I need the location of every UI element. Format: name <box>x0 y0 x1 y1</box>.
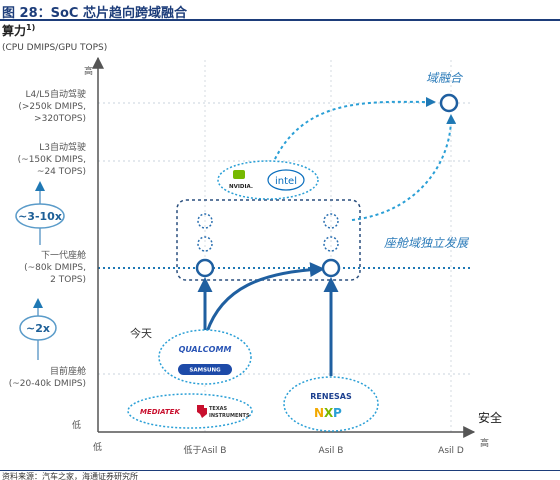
title-divider <box>0 19 560 21</box>
texas-instruments-icon <box>197 405 207 418</box>
domain-fusion-node <box>439 93 459 113</box>
multiplier-upper: ~3-10x <box>18 210 62 223</box>
level-l3-line1: L3自动驾驶 <box>39 141 86 153</box>
vendor-cluster-outline <box>127 393 253 429</box>
y-axis-title: 算力1) <box>2 22 35 39</box>
fusion-path-upper <box>269 96 436 171</box>
y-axis-footnote-mark: 1) <box>26 23 36 32</box>
intel-logo: intel <box>275 176 297 187</box>
nvidia-logo: NVIDIA. <box>229 184 253 190</box>
fusion-path-right <box>351 114 457 221</box>
level-next-line3: 2 TOPS) <box>50 275 86 285</box>
x-axis-high: 高 <box>480 437 489 449</box>
vendor-cluster-qualcomm-samsung: QUALCOMM SAMSUNG <box>158 329 252 385</box>
level-l3-line3: ~24 TOPS) <box>37 167 86 177</box>
nxp-letter-p: P <box>333 406 342 420</box>
y-axis-title-text: 算力 <box>2 24 27 38</box>
mediatek-logo: MEDIATEK <box>140 408 180 416</box>
nxp-letter-n: N <box>314 406 324 420</box>
intel-logo-ring <box>267 169 305 191</box>
figure-title: 图 28：SoC 芯片趋向跨域融合 <box>2 6 187 21</box>
multiplier-lower: ~2x <box>26 322 50 335</box>
vendor-cluster-renesas-nxp: RENESAS N X P <box>283 376 379 432</box>
vendor-cluster-outline <box>158 329 252 385</box>
annotation-domain-fusion: 域融合 <box>426 71 464 85</box>
nxp-logo: N X P <box>314 406 342 420</box>
multiplier-badge-lower <box>19 315 57 341</box>
multiplier-badge-upper <box>15 203 65 229</box>
x-axis-title: 安全 <box>478 410 502 425</box>
samsung-logo: SAMSUNG <box>189 368 221 374</box>
arrow-today-to-asilb <box>205 262 325 333</box>
level-l4l5-line1: L4/L5自动驾驶 <box>25 88 86 100</box>
samsung-logo-badge <box>178 364 232 375</box>
future-node-left-2 <box>197 236 213 252</box>
annotation-today: 今天 <box>130 326 152 340</box>
annotation-cockpit-independent: 座舱域独立发展 <box>384 236 470 250</box>
qualcomm-logo: QUALCOMM <box>179 345 232 354</box>
level-next-line1: 下一代座舱 <box>41 249 86 261</box>
x-tick-asilb: Asil B <box>319 446 344 456</box>
y-axis-unit: (CPU DMIPS/GPU TOPS) <box>2 43 108 53</box>
next-cockpit-node-right <box>321 258 341 278</box>
cockpit-domain-box <box>176 199 361 281</box>
level-label-l4l5: L4/L5自动驾驶 (>250k DMIPS, >320TOPS) <box>18 88 86 124</box>
level-l3-line2: (~150K DMIPS, <box>18 155 86 165</box>
vendor-cluster-outline <box>283 376 379 432</box>
source-footer: 资料来源：汽车之家，海通证券研究所 <box>0 470 560 480</box>
future-node-left-1 <box>197 213 213 229</box>
level-next-line2: (~80k DMIPS, <box>24 263 86 273</box>
nxp-letter-x: X <box>324 406 334 420</box>
vendor-cluster-mediatek-ti: MEDIATEK TEXAS INSTRUMENTS <box>127 393 253 429</box>
x-axis-low: 低 <box>93 441 102 453</box>
level-label-next-cockpit: 下一代座舱 (~80k DMIPS, 2 TOPS) <box>24 249 86 285</box>
level-current-line1: 目前座舱 <box>50 365 86 377</box>
ti-logo-line2: INSTRUMENTS <box>209 413 250 419</box>
level-current-line2: (~20-40k DMIPS) <box>9 379 86 389</box>
x-tick-asild: Asil D <box>438 446 464 456</box>
ti-logo-line1: TEXAS <box>209 406 228 412</box>
vendor-cluster-nvidia-intel: NVIDIA. intel <box>217 160 319 200</box>
nvidia-eye-icon <box>233 170 245 179</box>
level-label-current-cockpit: 目前座舱 (~20-40k DMIPS) <box>9 365 86 389</box>
renesas-logo: RENESAS <box>310 392 352 401</box>
level-l4l5-line3: >320TOPS) <box>34 114 86 124</box>
next-cockpit-node-left <box>195 258 215 278</box>
x-tick-below-asilb: 低于Asil B <box>184 444 227 456</box>
y-axis-low: 低 <box>72 419 81 431</box>
future-node-right-1 <box>323 213 339 229</box>
future-node-right-2 <box>323 236 339 252</box>
y-axis-high: 高 <box>84 65 93 77</box>
source-text: 资料来源：汽车之家，海通证券研究所 <box>2 472 138 480</box>
level-l4l5-line2: (>250k DMIPS, <box>18 102 86 112</box>
level-label-l3: L3自动驾驶 (~150K DMIPS, ~24 TOPS) <box>18 141 86 177</box>
